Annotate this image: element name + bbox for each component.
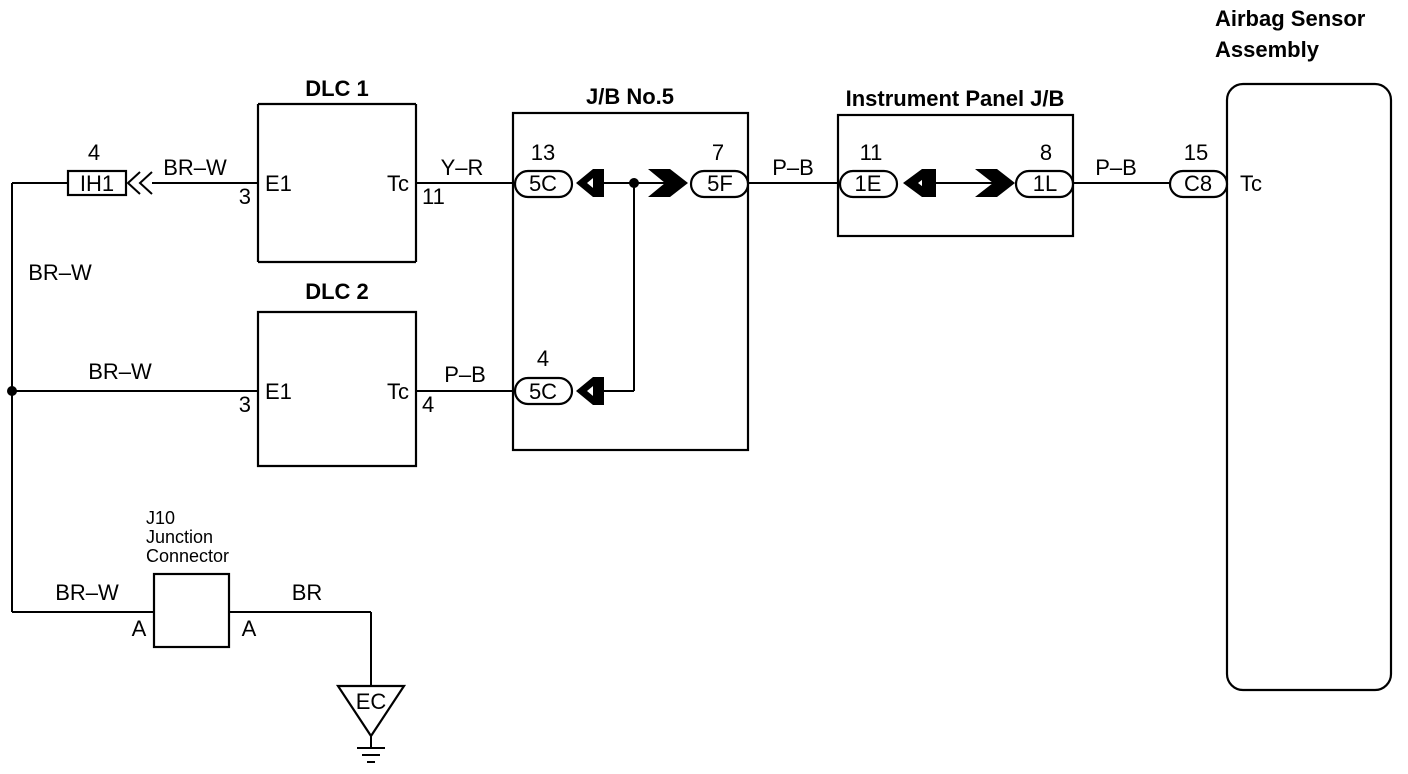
conn-1e-11-pin: 11: [860, 140, 883, 165]
conn-1l-8-pin: 8: [1040, 140, 1052, 165]
ih1-connector: [66, 169, 128, 197]
jb5-arrow-right-icon: [648, 169, 688, 197]
conn-5c-4-pin: 4: [537, 346, 549, 371]
ground-icon: [335, 684, 407, 763]
j10-pin-right: A: [242, 616, 257, 641]
j10-box: [152, 572, 231, 649]
dlc2-pin-e1: E1: [265, 379, 292, 404]
connector-5f-7: [689, 169, 750, 199]
jb5-arrow-left-bottom-icon: [576, 377, 604, 405]
dlc1-pin-e1: E1: [265, 171, 292, 196]
conn-c8-15-pin: 15: [1184, 140, 1208, 165]
dlc1-pin-tc-no: 11: [422, 184, 445, 209]
conn-5c-13-label: 5C: [529, 171, 557, 196]
dlc2-box: [256, 310, 418, 468]
connector-1l-8: [1014, 169, 1075, 199]
airbag-pin-tc: Tc: [1240, 171, 1262, 196]
ih1-label: IH1: [80, 171, 114, 196]
ipjb-arrow-left-icon: [903, 169, 936, 197]
dlc2-title: DLC 2: [305, 279, 369, 304]
ih1-pin: 4: [88, 140, 100, 165]
conn-5f-7-pin: 7: [712, 140, 724, 165]
ground-label: EC: [356, 689, 387, 714]
conn-1l-8-label: 1L: [1033, 171, 1057, 196]
conn-1e-11-label: 1E: [855, 171, 882, 196]
jb5-arrow-left-bottom-fill: [593, 377, 604, 405]
wire-label-brw-dlc2: BR–W: [88, 359, 152, 384]
dlc1-pin-tc: Tc: [387, 171, 409, 196]
ipjb-box: [836, 113, 1075, 238]
dlc2-pin-tc-no: 4: [422, 392, 434, 417]
splice-point: [7, 386, 17, 396]
conn-5f-7-label: 5F: [707, 171, 733, 196]
connector-c8-15: [1168, 169, 1229, 199]
jb5-arrow-left-fill: [593, 169, 604, 197]
wire-label-pb-ip-airbag: P–B: [1095, 155, 1137, 180]
dlc2-pin-tc: Tc: [387, 379, 409, 404]
jb5-box: [511, 111, 750, 452]
conn-c8-15-label: C8: [1184, 171, 1212, 196]
conn-5c-4-label: 5C: [529, 379, 557, 404]
conn-5c-13-pin: 13: [531, 140, 555, 165]
jb5-arrow-left-icon: [576, 169, 604, 197]
airbag-title-line2: Assembly: [1215, 37, 1320, 62]
connector-5c-4: [513, 376, 574, 406]
jb5-title: J/B No.5: [586, 84, 674, 109]
ipjb-arrow-right-icon: [975, 169, 1015, 197]
wire-label-brw-vertical: BR–W: [28, 260, 92, 285]
airbag-sensor-box: [1225, 82, 1393, 692]
connector-1e-11: [838, 169, 899, 199]
wire-label-yr: Y–R: [441, 155, 484, 180]
dlc2-pin-e1-no: 3: [239, 392, 251, 417]
dlc1-title: DLC 1: [305, 76, 369, 101]
wire-label-pb-jb5-ip: P–B: [772, 155, 814, 180]
dlc1-pin-e1-no: 3: [239, 184, 251, 209]
ipjb-title: Instrument Panel J/B: [846, 86, 1065, 111]
j10-label-line1: J10: [146, 508, 175, 528]
wire-label-brw-ih1: BR–W: [163, 155, 227, 180]
wire-label-pb-dlc2: P–B: [444, 362, 486, 387]
airbag-title-line1: Airbag Sensor: [1215, 6, 1366, 31]
dlc1-box: [256, 102, 418, 264]
wire-label-br-ground: BR: [292, 580, 323, 605]
wire-label-brw-j10: BR–W: [55, 580, 119, 605]
j10-label-line2: Junction: [146, 527, 213, 547]
ipjb-arrow-left-fill: [922, 169, 936, 197]
j10-label-line3: Connector: [146, 546, 229, 566]
j10-pin-left: A: [132, 616, 147, 641]
ih1-chevrons-icon: [126, 171, 153, 195]
connector-5c-13: [513, 169, 574, 199]
